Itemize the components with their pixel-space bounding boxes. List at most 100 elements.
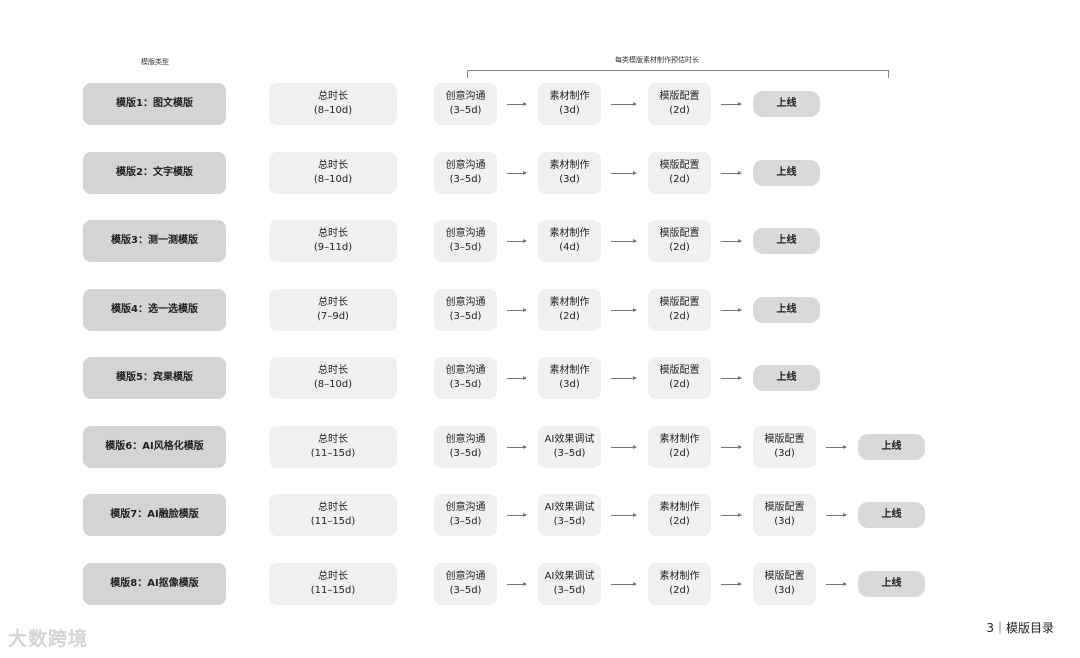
template-type-label: 模版6：AI风格化模版 [105, 441, 204, 452]
process-step-title: 创意沟通 [445, 160, 486, 171]
launch-step-label: 上线 [881, 578, 902, 589]
launch-step-box: 上线 [753, 228, 820, 254]
launch-step-label: 上线 [881, 509, 902, 520]
flow-arrow [721, 513, 742, 517]
launch-step-label: 上线 [776, 235, 797, 246]
process-step-title: AI效果调试 [544, 571, 595, 582]
duration-header: 每类模版素材制作预估时长 [615, 56, 699, 64]
total-duration-title: 总时长 [318, 160, 348, 171]
template-type-box: 模版6：AI风格化模版 [83, 426, 226, 468]
flow-arrow [611, 308, 637, 312]
process-step-duration: (2d) [669, 174, 690, 185]
launch-step-box: 上线 [753, 297, 820, 323]
process-step-box: 素材制作(2d) [648, 494, 711, 536]
template-type-label: 模版2：文字模版 [116, 167, 193, 178]
flow-arrow [826, 513, 847, 517]
process-step-duration: (3–5d) [449, 242, 482, 253]
flow-arrow [611, 513, 637, 517]
total-duration-box: 总时长 (8–10d) [269, 357, 397, 399]
total-duration-value: (8–10d) [313, 379, 353, 390]
total-duration-box: 总时长 (9–11d) [269, 220, 397, 262]
total-duration-title: 总时长 [318, 571, 348, 582]
launch-step-box: 上线 [858, 434, 925, 460]
process-step-box: 模版配置(2d) [648, 220, 711, 262]
template-type-label: 模版3：测一测模版 [111, 235, 198, 246]
template-type-label: 模版4：选一选模版 [111, 304, 198, 315]
process-step-title: 素材制作 [549, 228, 590, 239]
total-duration-value: (9–11d) [313, 242, 353, 253]
template-type-label: 模版8：AI抠像模版 [110, 578, 199, 589]
flow-arrow [611, 445, 637, 449]
flow-arrow [507, 376, 527, 380]
template-type-box: 模版1：图文模版 [83, 83, 226, 125]
process-step-box: AI效果调试(3–5d) [538, 563, 601, 605]
total-duration-box: 总时长(8–10d) [269, 152, 397, 194]
process-step-title: AI效果调试 [544, 434, 595, 445]
launch-step-box: 上线 [858, 502, 925, 528]
process-step-duration: (3d) [774, 516, 795, 527]
total-duration-value: (11–15d) [310, 448, 356, 459]
flow-arrow [507, 582, 527, 586]
process-step-duration: (3d) [774, 585, 795, 596]
process-step-duration: (2d) [669, 311, 690, 322]
flow-arrow [611, 171, 637, 175]
launch-step-box: 上线 [753, 160, 820, 186]
process-step-title: 模版配置 [659, 91, 700, 102]
flow-arrow [507, 445, 527, 449]
process-step-title: 创意沟通 [445, 365, 486, 376]
flow-arrow [507, 513, 527, 517]
template-type-label: 模版1：图文模版 [116, 98, 193, 109]
process-step-box: 模版配置 (2d) [648, 289, 711, 331]
flow-arrow [507, 308, 527, 312]
flow-arrow [611, 376, 637, 380]
total-duration-value: (11–15d) [310, 585, 356, 596]
process-step-box: 模版配置(3d) [753, 426, 816, 468]
total-duration-value: (11–15d) [310, 516, 356, 527]
process-step-box: 创意沟通 (3–5d) [434, 426, 497, 468]
total-duration-title: 总时长 [318, 228, 348, 239]
process-step-box: 创意沟通(3–5d) [434, 494, 497, 536]
total-duration-title: 总时长 [318, 365, 348, 376]
process-step-duration: (3–5d) [449, 448, 482, 459]
process-step-title: 创意沟通 [445, 434, 486, 445]
process-step-duration: (2d) [559, 311, 580, 322]
process-step-title: 创意沟通 [445, 297, 486, 308]
process-step-box: 模版配置(2d) [648, 357, 711, 399]
process-step-title: 创意沟通 [445, 571, 486, 582]
process-step-box: 模版配置 (2d) [648, 152, 711, 194]
page-footer: 3｜模版目录 [986, 621, 1054, 635]
process-step-duration: (3–5d) [449, 379, 482, 390]
process-step-duration: (2d) [669, 105, 690, 116]
template-type-box: 模版5：宾果模版 [83, 357, 226, 399]
process-step-duration: (4d) [559, 242, 580, 253]
process-step-duration: (3d) [559, 174, 580, 185]
process-step-box: 素材制作(2d) [648, 426, 711, 468]
process-step-box: 创意沟通 (3–5d) [434, 357, 497, 399]
launch-step-box: 上线 [753, 91, 820, 117]
process-step-box: 素材制作 (4d) [538, 220, 601, 262]
flow-arrow [721, 171, 742, 175]
flow-arrow [721, 582, 742, 586]
process-step-box: 创意沟通(3–5d) [434, 83, 497, 125]
process-step-title: 素材制作 [549, 91, 590, 102]
process-step-title: 素材制作 [659, 502, 700, 513]
flow-arrow [611, 239, 637, 243]
process-step-title: 模版配置 [659, 297, 700, 308]
flow-arrow [721, 102, 742, 106]
flow-arrow [507, 239, 527, 243]
process-step-duration: (3–5d) [449, 585, 482, 596]
process-step-title: 素材制作 [549, 365, 590, 376]
process-step-box: 创意沟通 (3–5d) [434, 563, 497, 605]
process-step-duration: (3–5d) [449, 311, 482, 322]
template-type-label: 模版5：宾果模版 [116, 372, 193, 383]
process-step-duration: (2d) [669, 448, 690, 459]
process-step-duration: (3d) [559, 379, 580, 390]
total-duration-box: 总时长(8–10d) [269, 83, 397, 125]
process-step-box: 创意沟通(3–5d) [434, 152, 497, 194]
total-duration-box: 总时长 (11–15d) [269, 563, 397, 605]
process-step-box: 素材制作(2d) [648, 563, 711, 605]
process-step-duration: (3–5d) [449, 105, 482, 116]
process-step-box: 模版配置 (3d) [753, 494, 816, 536]
process-step-title: 模版配置 [764, 502, 805, 513]
process-step-title: 模版配置 [659, 160, 700, 171]
